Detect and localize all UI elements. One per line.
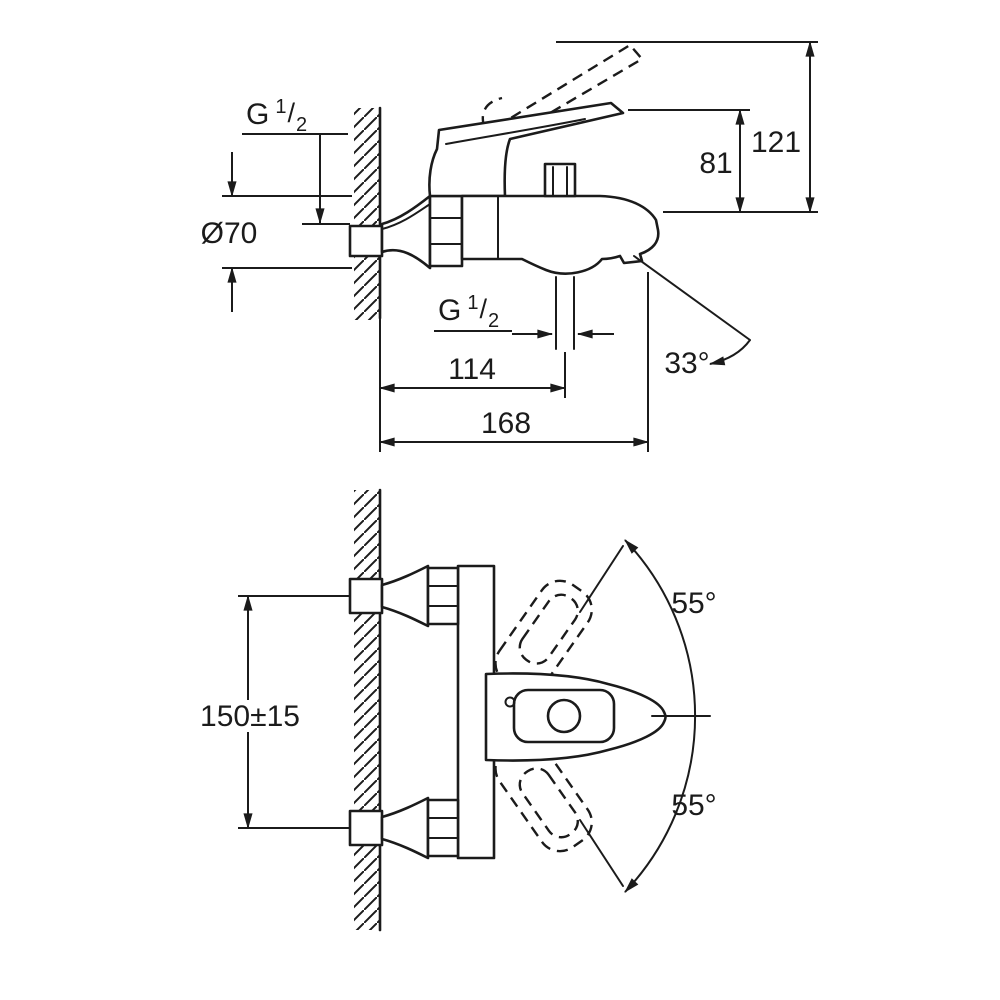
wall-hatch [354, 490, 380, 930]
dim-height-81: 81 [628, 108, 750, 214]
lever-dashed-lower [494, 738, 593, 853]
wall-plan [354, 488, 382, 932]
hex-nut [428, 194, 464, 268]
hex-nut-facets [429, 217, 463, 245]
swing-arc [579, 539, 711, 893]
wall-union-square [348, 809, 384, 847]
body-and-spout [460, 194, 660, 275]
label-55-lower: 55° [671, 789, 716, 822]
label-114: 114 [448, 353, 496, 386]
plan-view: 55° 55° 150±15 [200, 488, 717, 932]
lever-inner-outline [512, 688, 616, 744]
hex-nut [426, 798, 460, 858]
radial-line-lower [579, 819, 624, 887]
dim-height-121: 121 [556, 40, 818, 214]
lever-handle-detail [445, 118, 586, 145]
lever-plan [484, 672, 667, 762]
faucet-side [348, 101, 660, 350]
lever-pin [504, 696, 516, 708]
flow-direction-line [633, 255, 751, 341]
hex-nut [426, 566, 460, 626]
lever-swung-dashed [494, 579, 593, 853]
inlet-lower [348, 796, 460, 860]
escutcheon-cone [380, 194, 432, 270]
diverter-knob-detail [552, 166, 568, 197]
escutcheon-cone [380, 796, 430, 860]
lever-outline [484, 672, 667, 762]
escutcheon-cone-detail [381, 203, 431, 230]
label-121: 121 [751, 126, 801, 159]
label-168: 168 [481, 407, 531, 440]
label-33: 33° [664, 347, 709, 380]
hex-nut-facets [427, 585, 459, 607]
label-81: 81 [699, 147, 732, 180]
dim-depth-168: 168 [378, 272, 650, 452]
wall-side [354, 106, 382, 320]
radial-line-upper [579, 545, 624, 613]
label-150: 150±15 [200, 700, 300, 733]
wall-union-square [348, 577, 384, 615]
label-55-upper: 55° [671, 587, 716, 620]
hex-nut-facets [427, 817, 459, 839]
dim-depth-114: 114 [378, 318, 567, 452]
angle-arrow [708, 339, 751, 366]
wall-union-square [348, 224, 384, 258]
dim-escutcheon-diameter: Ø70 [201, 152, 352, 312]
dim-spout-angle-33: 33° [633, 255, 751, 380]
dim-inlet-distance-150: 150±15 [200, 594, 350, 830]
label-diameter: Ø70 [201, 217, 258, 250]
shower-hose-connection [555, 276, 575, 350]
wall-hatch [354, 108, 380, 320]
lever-button [546, 698, 582, 734]
lever-handle [428, 101, 625, 198]
lever-dashed-upper [494, 579, 593, 694]
escutcheon-cone [380, 564, 430, 628]
diverter-knob [543, 162, 577, 198]
